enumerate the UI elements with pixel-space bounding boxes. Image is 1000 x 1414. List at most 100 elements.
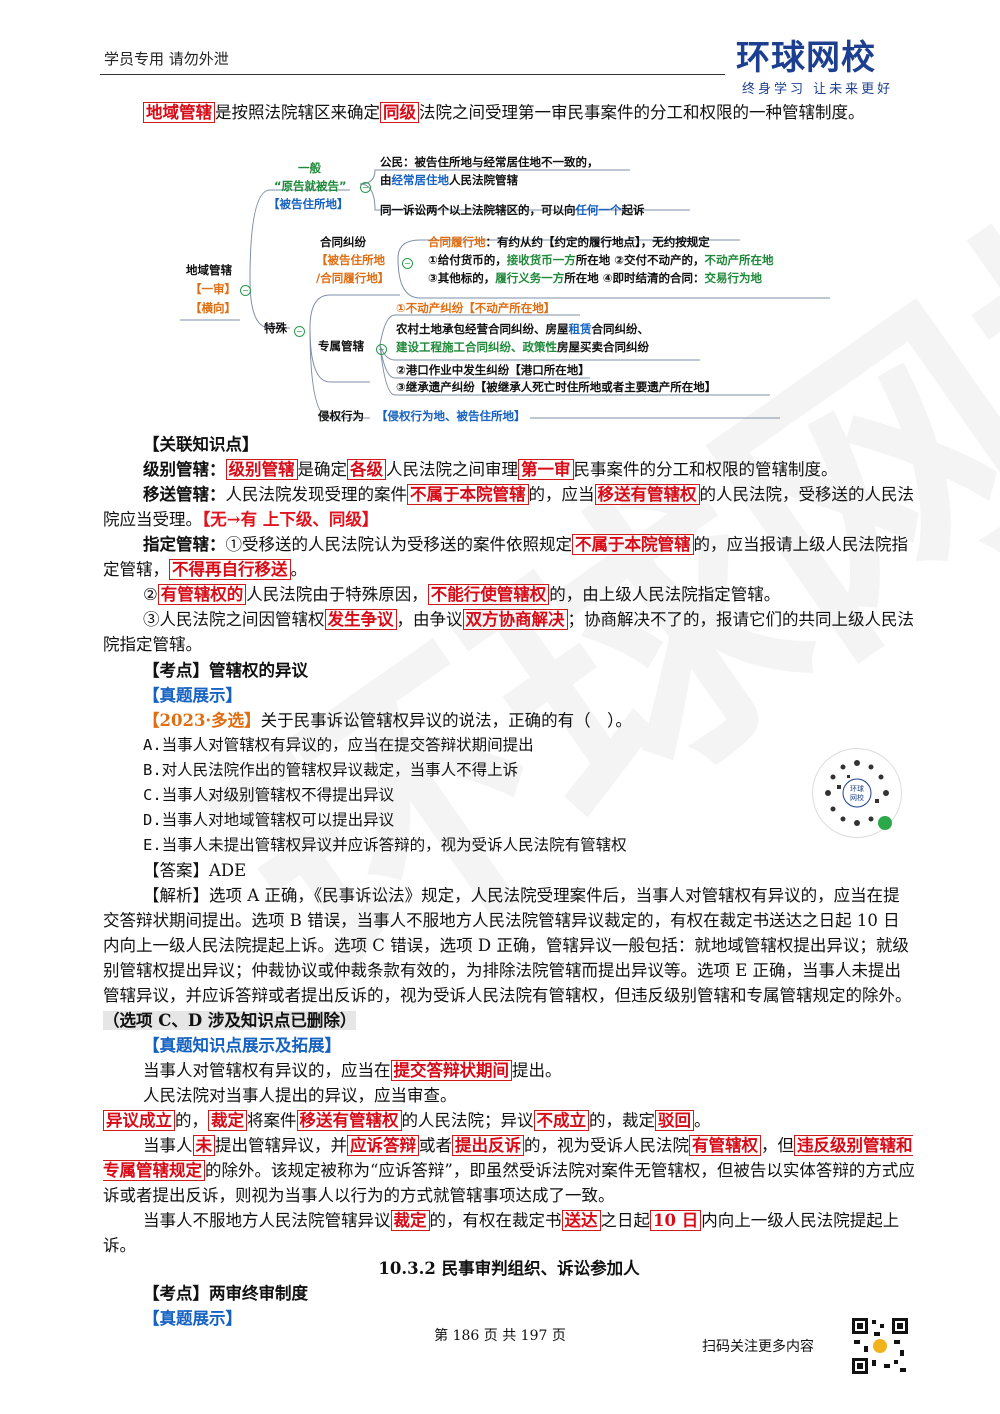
keyword-box: 裁定 (208, 1110, 247, 1131)
text: 的，视为受诉人民法院 (524, 1136, 689, 1155)
analysis-text: 【解析】选项 A 正确，《民事诉讼法》规定，人民法院受理案件后，当事人对管辖权有… (103, 886, 912, 1005)
text: 。 (694, 1111, 711, 1130)
extension-heading: 【真题知识点展示及拓展】 (143, 1036, 341, 1055)
option-c: C.当事人对级别管辖权不得提出异议 (143, 786, 395, 804)
ext-line-1: 当事人对管辖权有异议的，应当在提交答辩状期间提出。 (103, 1058, 915, 1083)
svg-text:环球: 环球 (850, 784, 864, 793)
keyword-box: 不成立 (533, 1110, 589, 1131)
text: 所在地 ②交付不动产的， (575, 253, 705, 267)
mind-map-diagram: 地域管辖 【一审】 【横向】 − 一般 “原告就被告” 【被告住所地】 − 公民… (170, 150, 850, 435)
text: 人民法院发现受理的案件 (225, 485, 408, 504)
text: ，但 (761, 1136, 794, 1155)
node-root-tag: 【一审】 (190, 282, 236, 296)
keyword-box: 有管辖权的 (157, 584, 247, 605)
keyword-box: 裁定 (390, 1210, 430, 1231)
related-heading: 【关联知识点】 (143, 435, 259, 454)
level-jurisdiction-paragraph: 级别管辖：级别管辖是确定各级人民法院之间审理第一审民事案件的分工和权限的管辖制度… (103, 457, 915, 482)
text: 人民法院之间审理 (386, 460, 518, 479)
option-d: D.当事人对地域管辖权可以提出异议 (143, 811, 395, 829)
keyword-box: 有管辖权 (689, 1135, 761, 1156)
text: ，由争议 (396, 610, 463, 629)
keyword-box: 级别管辖 (225, 459, 298, 480)
text: 。 (290, 560, 308, 579)
text: 提出。 (512, 1061, 562, 1080)
text: ③人民法院之间因管辖权 (143, 610, 325, 629)
keyword-box: 提出反诉 (452, 1135, 524, 1156)
transfer-jurisdiction-paragraph: 移送管辖：人民法院发现受理的案件不属于本院管辖的，应当移送有管辖权的人民法院，受… (103, 482, 915, 532)
text: 的，裁定 (589, 1111, 655, 1130)
keyword-box: 不属于本院管辖 (572, 534, 694, 555)
text-highlight: 不动产所在地 (704, 253, 774, 267)
node-tort: 侵权行为 (318, 409, 364, 423)
question-text: 关于民事诉讼管辖权异议的说法，正确的有（ ）。 (260, 711, 632, 730)
qr-pattern (850, 1316, 910, 1376)
option-b: B.对人民法院作出的管辖权异议裁定，当事人不得上诉 (143, 761, 519, 779)
collapse-icon[interactable]: − (240, 285, 251, 296)
text: 是按照法院辖区来确定 (215, 103, 380, 122)
collapse-icon[interactable]: − (360, 182, 371, 193)
text: 当事人不服地方人民法院管辖异议 (143, 1211, 391, 1230)
real-exam-heading: 【真题展示】 (143, 686, 242, 705)
text: ①给付货币的， (428, 253, 507, 267)
keyword-box: 不能行使管辖权 (427, 584, 550, 605)
keyword-note: 【无→有 上下级、同级】 (202, 510, 379, 529)
designated-jurisdiction-paragraph: 指定管辖：①受移送的人民法院认为受移送的案件依照规定不属于本院管辖的，应当报请上… (103, 532, 915, 582)
keyword-box: 地域管辖 (143, 102, 215, 123)
text: 提出管辖异议，并 (215, 1136, 347, 1155)
collapse-icon[interactable]: − (402, 258, 413, 269)
node-tort-value: 【侵权行为地、被告住所地】 (376, 409, 526, 423)
text-highlight: 合同履行地 (428, 235, 486, 249)
option-a: A.当事人对管辖权有异议的，应当在提交答辩状期间提出 (143, 736, 534, 754)
text: 的，由上级人民法院指定管辖。 (549, 585, 781, 604)
keyword-box: 不得再自行移送 (169, 559, 291, 580)
node-exclusive: 专属管辖 (318, 339, 364, 353)
follow-qr-code[interactable] (850, 1316, 910, 1376)
text-highlight: 履行义务一方 (495, 271, 565, 285)
logo-text: 环球网校 (736, 38, 876, 78)
keyword-box: 提交答辩状期间 (390, 1060, 512, 1081)
ext-line-4: 当事人未提出管辖异议，并应诉答辩或者提出反诉的，视为受诉人民法院有管辖权，但违反… (103, 1133, 915, 1208)
text: 同一诉讼两个以上法院辖区的，可以向 (380, 203, 576, 217)
node-text: ②港口作业中发生纠纷【港口所在地】 (396, 363, 590, 377)
keyword-box: 发生争议 (324, 609, 397, 630)
logo-slogan: 终身学习 让未来更好 (742, 82, 894, 97)
intro-paragraph: 地域管辖是按照法院辖区来确定同级法院之间受理第一审民事案件的分工和权限的一种管辖… (103, 100, 915, 125)
keyword-box: 违反级别管辖和专属管辖规定 (103, 1135, 913, 1181)
text: 的，有权在裁定书 (429, 1211, 562, 1230)
term-label: 指定管辖： (143, 535, 226, 554)
section-title: 10.3.2 民事审判组织、诉讼参加人 (378, 1259, 640, 1278)
node-contract: 合同纠纷 (320, 235, 366, 249)
header-confidential-label: 学员专用 请勿外泄 (104, 50, 229, 68)
section-exam-point: 【考点】两审终审制度 (143, 1284, 308, 1303)
answer-line: 【答案】ADE (143, 861, 247, 880)
text-highlight: 接收货币一方 (506, 253, 576, 267)
option-e: E.当事人未提出管辖权异议并应诉答辩的，视为受诉人民法院有管辖权 (143, 836, 627, 854)
text: 当事人对管辖权有异议的，应当在 (143, 1061, 391, 1080)
node-contract-tag: 【被告住所地 (316, 253, 385, 267)
text: 由 (380, 173, 392, 187)
node-general-desc: “原告就被告” (274, 179, 347, 193)
mini-program-qr-code[interactable]: 环球 网校 (812, 748, 902, 838)
brand-logo: 环球网校 终身学习 让未来更好 (736, 40, 916, 97)
collapse-icon[interactable]: − (294, 326, 305, 337)
keyword-box: 未 (192, 1135, 215, 1156)
header-divider (100, 74, 725, 75)
text: ③其他标的， (428, 271, 496, 285)
text-highlight: 租赁 (568, 322, 592, 336)
text-highlight: 经常居住地 (391, 173, 450, 187)
text: 房屋买卖合同纠纷 (557, 340, 649, 354)
keyword-box: 移送有管辖权 (296, 1110, 402, 1131)
text: 是确定 (297, 460, 348, 479)
text: 农村土地承包经营合同纠纷、房屋 (396, 322, 569, 336)
question-stem: 【2023·多选】关于民事诉讼管辖权异议的说法，正确的有（ ）。 (103, 708, 915, 733)
node-text: ③继承遗产纠纷【被继承人死亡时住所地或者主要遗产所在地】 (396, 380, 717, 394)
text: ：有约从约【约定的履行地点】，无约按规定 (485, 235, 710, 249)
analysis-paragraph: 【解析】选项 A 正确，《民事诉讼法》规定，人民法院受理案件后，当事人对管辖权有… (103, 883, 915, 1033)
collapse-icon[interactable]: − (376, 344, 387, 355)
keyword-box: 移送有管辖权 (594, 484, 700, 505)
keyword-box: 应诉答辩 (347, 1135, 419, 1156)
text: 的人民法院，受移送的人民法院应当受理。 (103, 485, 914, 529)
node-root-tag: 【横向】 (190, 301, 236, 315)
